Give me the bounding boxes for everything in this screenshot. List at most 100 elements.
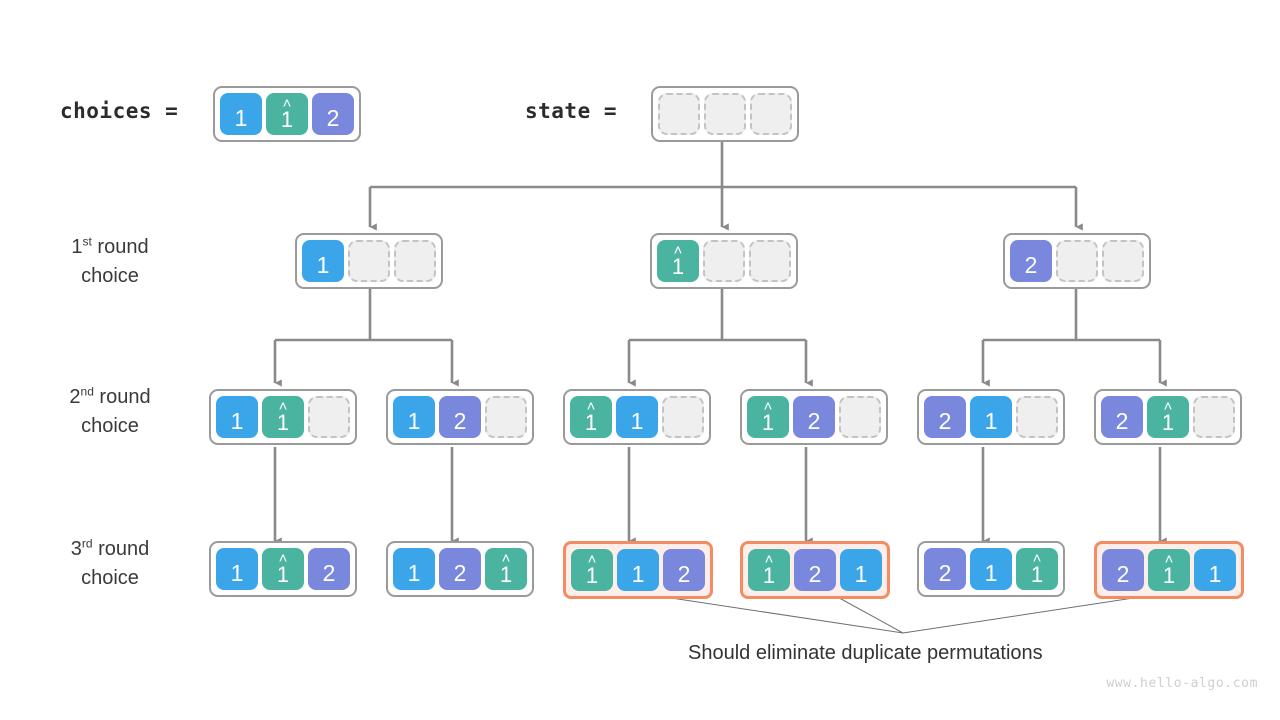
array-cell-value: 2 [1115,407,1129,434]
array-cell-value: 1 [499,562,513,587]
array-cell: 2 [793,396,835,438]
array-cell-duplicate: ˄1 [485,548,527,590]
array-cell-value: 1 [984,407,998,434]
row-2-ordinal: 2 [69,386,81,408]
caret-icon: ˄ [282,95,292,112]
row-3-ordinal: 3 [70,538,82,560]
array-cell-value: 2 [326,104,340,131]
array-cell: 2 [663,549,705,591]
array-cell-duplicate: ˄1 [657,240,699,282]
array-cell-value: 1 [280,107,294,132]
array-cell: 1 [220,93,262,135]
row-label-1: 1st round choice [25,233,195,291]
array-cell-value: 1 [407,407,421,434]
tree-node-first-round-2: ˄1 [650,233,798,289]
annotation-text: Should eliminate duplicate permutations [688,642,1043,664]
array-cell: 2 [312,93,354,135]
array-cell-value: 1 [631,560,645,587]
array-cell-value: 1 [762,563,776,588]
array-cell-value: 1 [230,407,244,434]
array-cell-value: 1 [854,560,868,587]
array-cell-duplicate: ˄1 [571,549,613,591]
array-cell-empty [750,93,792,135]
array-cell-duplicate: ˄1 [1016,548,1058,590]
array-cell-empty [704,93,746,135]
array-cell-value: 1 [584,410,598,435]
caret-icon: ˄ [1032,550,1042,567]
array-cell: 1 [216,548,258,590]
caret-icon: ˄ [586,398,596,415]
row-1-rest: round [91,236,149,258]
watermark: www.hello-algo.com [1106,676,1258,691]
array-cell: 1 [616,396,658,438]
array-cell: 2 [1101,396,1143,438]
array-cell-empty [658,93,700,135]
array-cell: 2 [1010,240,1052,282]
array-cell-empty [749,240,791,282]
array-cell-value: 1 [761,410,775,435]
row-label-3: 3rd round choice [25,535,195,593]
tree-node-second-round-1: 1 ˄1 [209,389,357,445]
array-cell-empty [839,396,881,438]
row-1-line2: choice [81,265,139,287]
array-cell-value: 1 [234,104,248,131]
tree-node-third-round-2: 1 2 ˄1 [386,541,534,597]
array-cell-value: 2 [453,559,467,586]
row-3-line2: choice [81,567,139,589]
array-cell-value: 1 [230,559,244,586]
tree-node-first-round-1: 1 [295,233,443,289]
row-2-suffix: nd [80,384,94,399]
array-cell-duplicate: ˄1 [262,548,304,590]
array-cell-empty [1056,240,1098,282]
caret-icon: ˄ [587,551,597,568]
array-cell-value: 1 [407,559,421,586]
array-cell: 2 [439,548,481,590]
array-cell: 1 [393,396,435,438]
caret-icon: ˄ [673,242,683,259]
row-2-line2: choice [81,415,139,437]
choices-label: choices = [60,99,179,123]
caret-icon: ˄ [1163,398,1173,415]
caret-icon: ˄ [763,398,773,415]
array-cell: 1 [1194,549,1236,591]
array-cell: 1 [970,548,1012,590]
array-cell-value: 2 [808,560,822,587]
array-cell-empty [1016,396,1058,438]
array-cell-duplicate: ˄1 [570,396,612,438]
callout-leaders [644,593,1161,634]
state-array [651,86,799,142]
array-cell: 1 [302,240,344,282]
array-cell-empty [1102,240,1144,282]
array-cell-value: 1 [276,562,290,587]
array-cell-value: 1 [585,563,599,588]
caret-icon: ˄ [764,551,774,568]
array-cell-empty [662,396,704,438]
array-cell-empty [485,396,527,438]
array-cell-value: 2 [322,559,336,586]
array-cell: 1 [840,549,882,591]
row-1-suffix: st [82,234,92,249]
array-cell-value: 2 [677,560,691,587]
row-1-ordinal: 1 [71,236,83,258]
array-cell-value: 1 [984,559,998,586]
caret-icon: ˄ [1164,551,1174,568]
array-cell: 1 [216,396,258,438]
array-cell: 1 [393,548,435,590]
array-cell-value: 1 [1030,562,1044,587]
array-cell: 2 [439,396,481,438]
array-cell-duplicate: ˄1 [266,93,308,135]
array-cell-value: 1 [1208,560,1222,587]
array-cell-value: 1 [1161,410,1175,435]
array-cell: 1 [970,396,1012,438]
array-cell-duplicate: ˄1 [262,396,304,438]
